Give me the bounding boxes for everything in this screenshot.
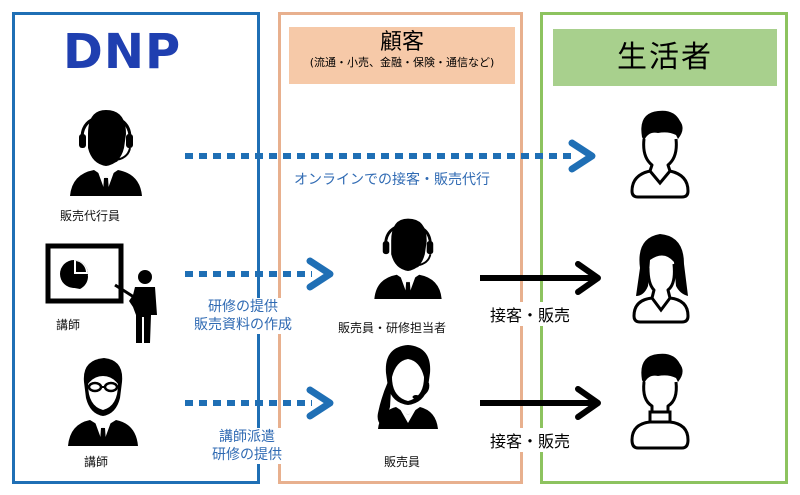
consumer-title: 生活者 — [617, 40, 713, 75]
customer-header: 顧客 (流通・小売、金融・保険・通信など) — [289, 27, 515, 84]
consumer-panel — [540, 12, 788, 484]
consumer-female-icon — [632, 234, 690, 324]
headset-operator-female-icon — [377, 345, 438, 429]
flow-label-sales-1: 接客・販売 — [488, 302, 573, 326]
consumer-male-icon — [630, 110, 690, 199]
dnp-role-label-sales-agent: 販売代行員 — [60, 209, 121, 223]
flow-arrow-dispatch — [185, 386, 334, 420]
dnp-role-label-trainer-2: 講師 — [84, 455, 109, 469]
customer-subtitle: (流通・小売、金融・保険・通信など) — [309, 56, 495, 70]
consumer-male-turtleneck-icon — [630, 353, 690, 450]
dnp-logo: DNP — [63, 24, 182, 80]
flow-label-line: 講師派遣 — [219, 429, 275, 445]
flow-arrow-sales-1 — [480, 261, 601, 295]
flow-label-line: 研修の提供 — [212, 447, 282, 464]
flow-label-online: オンラインでの接客・販売代行 — [292, 171, 492, 190]
flow-label-training: 研修の提供 販売資料の作成 — [192, 298, 294, 335]
dnp-panel — [12, 12, 260, 484]
customer-role-label-sales-trainer: 販売員・研修担当者 — [338, 321, 447, 335]
dnp-role-label-trainer-1: 講師 — [56, 318, 81, 332]
flow-arrow-online — [185, 139, 596, 173]
flow-label-line: 販売資料の作成 — [194, 317, 292, 334]
flow-arrow-training — [185, 257, 334, 291]
customer-title: 顧客 — [379, 30, 424, 55]
man-with-glasses-icon — [68, 358, 138, 446]
flow-label-sales-2: 接客・販売 — [488, 428, 573, 452]
flow-arrow-sales-2 — [480, 386, 601, 420]
customer-panel — [278, 12, 523, 484]
customer-role-label-sales: 販売員 — [384, 455, 421, 469]
consumer-header: 生活者 — [553, 29, 777, 86]
flow-label-line: 研修の提供 — [208, 299, 278, 315]
presenter-with-chart-icon — [45, 243, 157, 343]
flow-label-dispatch: 講師派遣 研修の提供 — [210, 428, 284, 465]
headset-operator-male-icon — [374, 218, 442, 299]
headset-operator-male-icon — [70, 110, 142, 196]
